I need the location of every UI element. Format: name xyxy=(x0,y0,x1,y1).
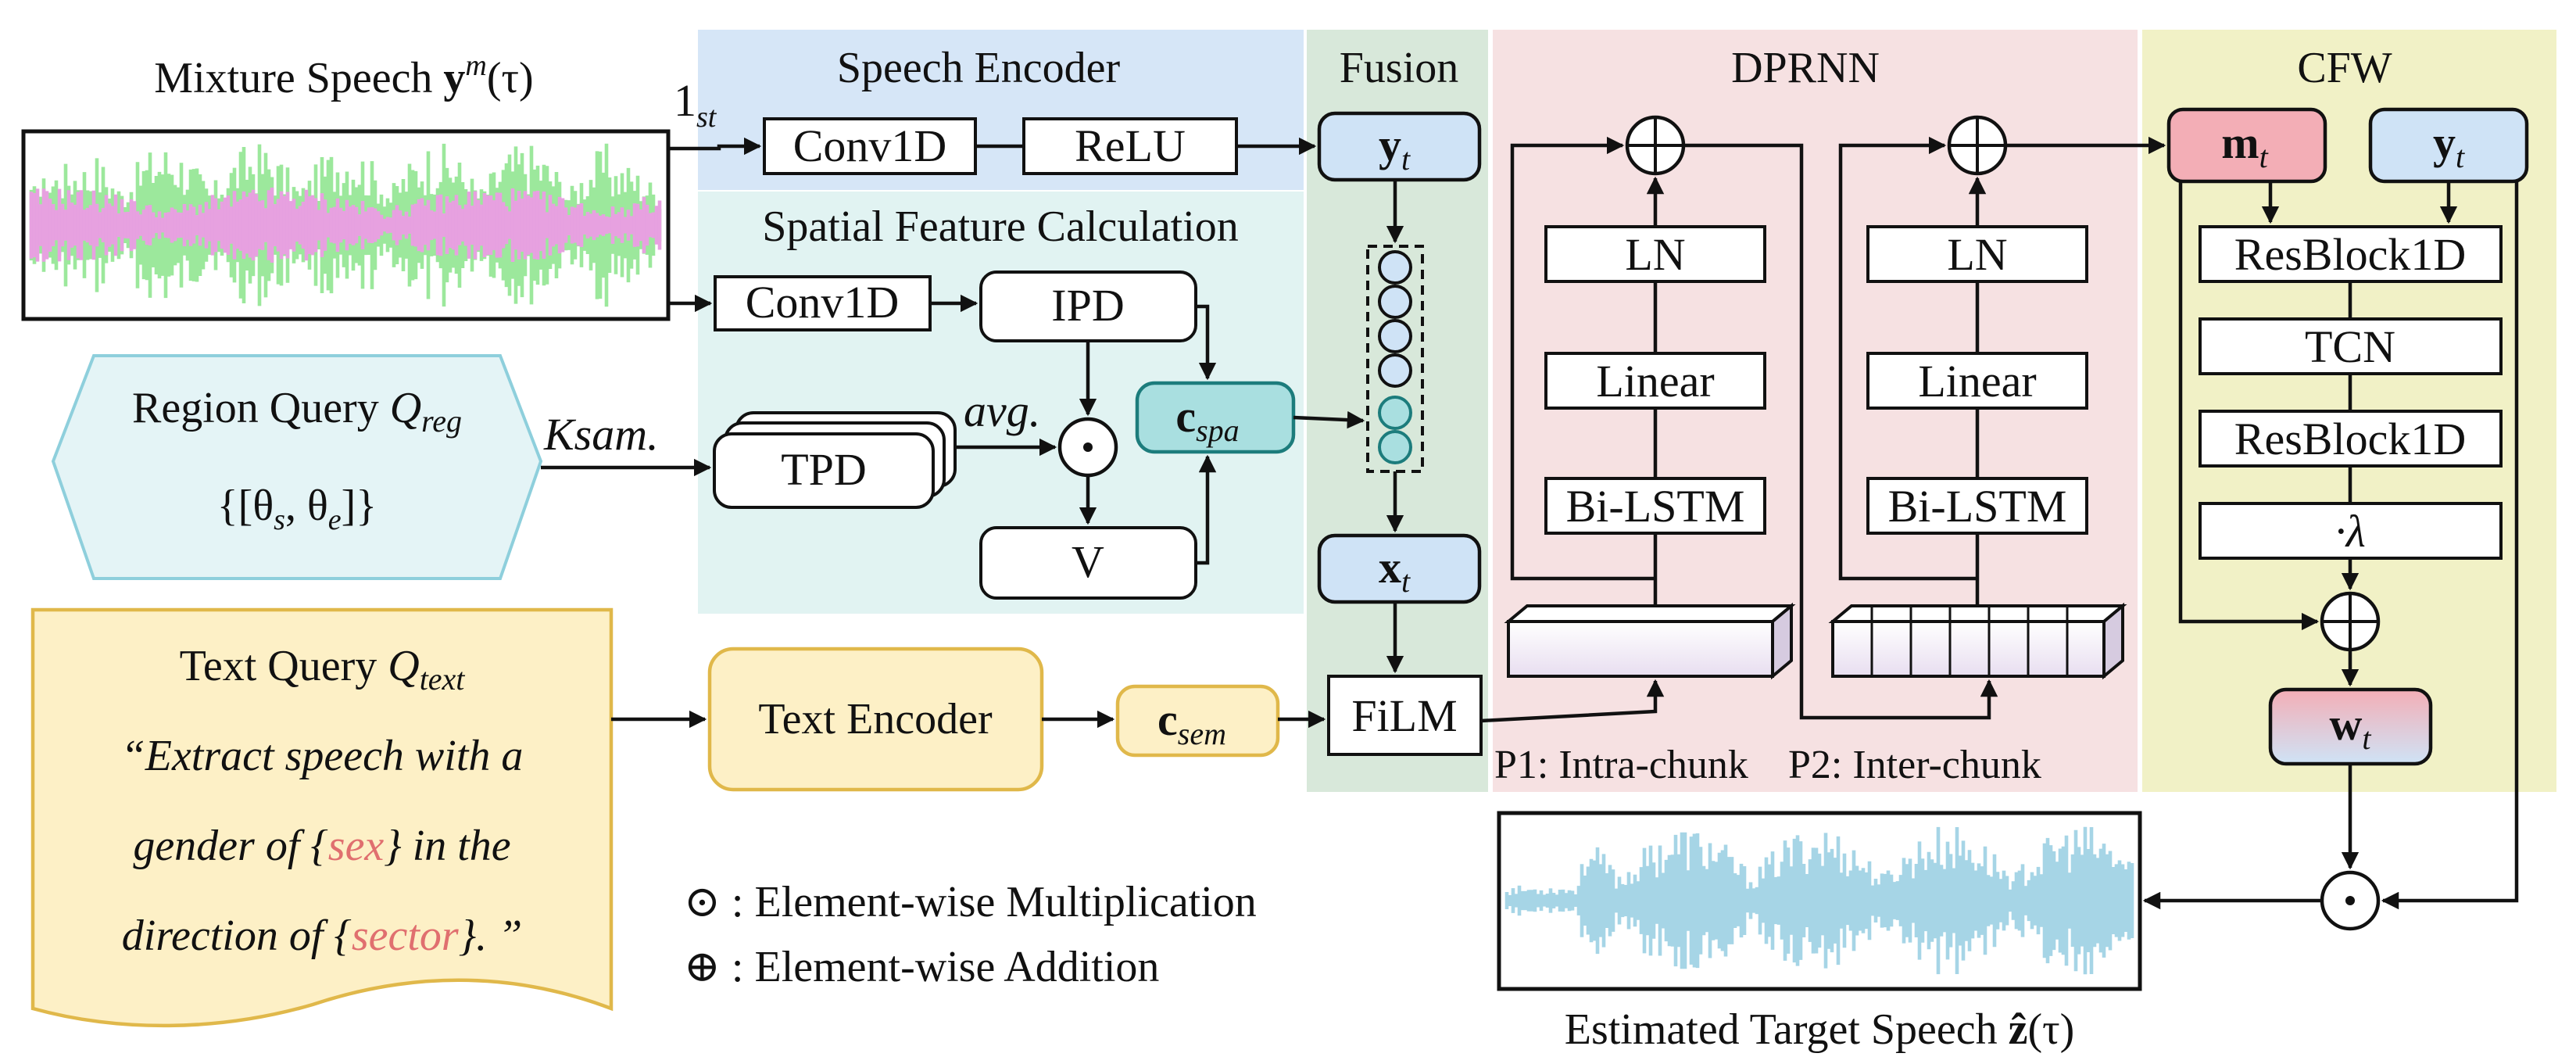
feature-cell-3 xyxy=(1378,319,1412,353)
dprnn-p2-ln-label: LN xyxy=(1947,229,2007,280)
film-box xyxy=(1327,675,1483,756)
chunk-block-1-top xyxy=(1504,604,1796,623)
c-sem-label: csem xyxy=(1157,694,1226,751)
m-t-label: mt xyxy=(2221,117,2268,174)
cfw-add-cross xyxy=(2322,593,2378,650)
dprnn-title: DPRNN xyxy=(1731,44,1880,92)
cfw-lambda-label: ·λ xyxy=(2334,506,2366,557)
dprnn-p2-linear-box xyxy=(1866,352,2088,410)
region-query-hexagon xyxy=(53,356,541,579)
dprnn-p1-linear-label: Linear xyxy=(1596,356,1714,407)
conv1d-spatial-label: Conv1D xyxy=(746,277,900,328)
relu-label: ReLU xyxy=(1075,120,1186,171)
cfw-title: CFW xyxy=(2297,44,2392,92)
w-t-label: wt xyxy=(2329,699,2371,756)
dprnn-p1-ln-label: LN xyxy=(1625,229,1685,280)
dprnn-p2-bilstm-label: Bi-LSTM xyxy=(1888,481,2067,532)
legend-add: ⊕ : Element-wise Addition xyxy=(684,943,1159,991)
spatial-multiply-dot xyxy=(1083,442,1093,452)
estimated-waveform xyxy=(1504,826,2134,975)
feature-cell-6 xyxy=(1378,430,1412,464)
m-t-node xyxy=(2166,107,2327,184)
feature-cell-5 xyxy=(1378,396,1412,430)
text-query-line-2: gender of {sex} in the xyxy=(133,822,510,870)
film-label: FiLM xyxy=(1351,690,1457,741)
spatial-feature-title: Spatial Feature Calculation xyxy=(762,202,1239,251)
dprnn-p1-add-cross xyxy=(1627,117,1683,174)
chunk-block-2-front xyxy=(1831,620,2106,678)
ksam-label: Ksam. xyxy=(543,409,659,460)
concat-bracket xyxy=(1366,245,1424,473)
dprnn-p2-add-cross xyxy=(1949,117,2005,174)
dprnn-p2-bilstm-box xyxy=(1866,477,2088,535)
sector-placeholder: sector xyxy=(352,912,459,960)
avg-label: avg. xyxy=(964,385,1040,436)
output-multiply-dot xyxy=(2345,896,2355,905)
cfw-resblock1-box xyxy=(2199,225,2503,283)
region-query-hexagon-border xyxy=(51,354,543,580)
dprnn-p2-linear-label: Linear xyxy=(1918,356,2036,407)
mixture-waveform xyxy=(29,143,662,307)
chunk-block-2-top xyxy=(1828,604,2127,623)
speech-encoder-title: Speech Encoder xyxy=(837,44,1121,92)
v-label: V xyxy=(1072,536,1104,587)
c-sem-node xyxy=(1118,686,1278,755)
text-query-card xyxy=(33,610,611,1026)
cfw-resblock1-label: ResBlock1D xyxy=(2234,229,2466,280)
text-query-card-border xyxy=(30,607,614,1028)
text-encoder-box xyxy=(710,649,1042,790)
fusion-title: Fusion xyxy=(1340,44,1459,92)
y-t-node xyxy=(1317,111,1482,182)
first-channel-label: 1st xyxy=(674,75,717,134)
c-spa-label: cspa xyxy=(1175,391,1239,448)
text-query-title: Text Query Qtext xyxy=(180,642,466,697)
dprnn-p1-bilstm-label: Bi-LSTM xyxy=(1566,481,1745,532)
dprnn-p1-caption: P1: Intra-chunk xyxy=(1494,743,1748,787)
conv1d-spatial-box xyxy=(714,275,932,331)
cfw-tcn-label: TCN xyxy=(2305,321,2395,372)
tpd-label: TPD xyxy=(781,444,867,495)
connectors xyxy=(541,136,2519,910)
text-query-line-1: “Extract speech with a xyxy=(121,732,524,780)
chunk-block-2-dividers xyxy=(1870,606,2069,676)
feature-cell-2 xyxy=(1378,285,1412,319)
y-t-label: yt xyxy=(1379,120,1411,177)
dprnn-p2-ln-box xyxy=(1866,225,2088,283)
ipd-label: IPD xyxy=(1051,280,1124,331)
text-query-line-3: direction of {sector}. ” xyxy=(122,912,522,960)
sex-placeholder: sex xyxy=(328,822,385,870)
cfw-resblock2-box xyxy=(2199,410,2503,468)
feature-cell-4 xyxy=(1378,353,1412,388)
cfw-tcn-box xyxy=(2199,317,2503,375)
chunk-block-1-front xyxy=(1507,620,1774,678)
legend-multiply: ⊙ : Element-wise Multiplication xyxy=(684,878,1257,926)
x-t-label: xt xyxy=(1379,542,1411,599)
cfw-y-t-label: yt xyxy=(2433,117,2465,174)
estimated-speech-title: Estimated Target Speech ẑ(τ) xyxy=(1565,1005,2075,1054)
dprnn-p2-caption: P2: Inter-chunk xyxy=(1788,743,2041,787)
cfw-resblock2-label: ResBlock1D xyxy=(2234,414,2466,464)
feature-cell-1 xyxy=(1378,250,1412,285)
tpd-box xyxy=(713,432,935,509)
conv1d-encoder-label: Conv1D xyxy=(793,120,947,171)
x-t-node xyxy=(1317,533,1482,604)
region-query-set: {[θs, θe]} xyxy=(217,482,377,536)
mixture-speech-title: Mixture Speech ym(τ) xyxy=(154,49,533,102)
region-query-title: Region Query Qreg xyxy=(132,384,462,439)
text-encoder-label: Text Encoder xyxy=(758,695,993,743)
